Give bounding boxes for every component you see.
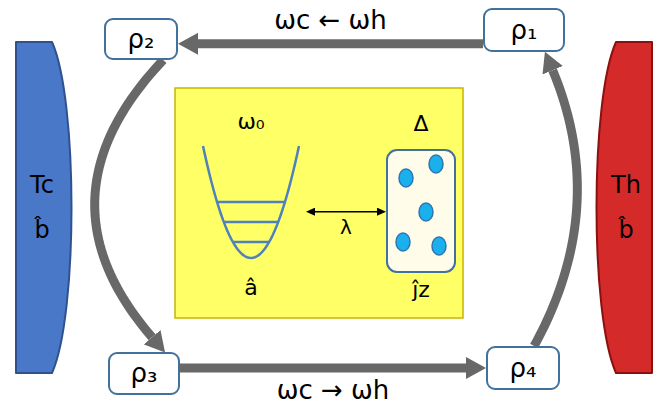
edge-label: λ [340,217,352,237]
spin-box [386,112,456,302]
symbol-label: Δ [413,112,428,136]
spin-dot [396,233,410,251]
edge-label-box: ωc → ωh [277,377,390,403]
flow-arrow [534,70,577,346]
edge-label-box: λ [340,217,352,237]
state-box: ρ₂ [104,18,178,60]
hot-bath: Th b̂ [588,40,656,375]
symbol-label: Tc [30,172,54,198]
system-panel: ω₀ â Δĵz [175,88,463,318]
symbol-label: ĵz [412,278,430,302]
spin-ensemble: Δĵz [386,112,456,302]
energy-level [217,201,285,204]
symbol-label: â [244,276,257,300]
state-box: ρ₁ [483,8,565,52]
flow-arrow [180,363,466,372]
spin-dot [432,237,446,255]
symbol-label: ω₀ [237,110,264,134]
bath-shape [16,42,72,373]
coupling-arrow [315,211,377,213]
flow-arrow [95,60,164,337]
spin-container [387,150,455,272]
cold-bath: Tc b̂ [12,40,80,375]
symbol-label: Th [611,172,641,198]
system-panel-fill [175,88,463,318]
parabola-curve [203,146,299,258]
edge-label: ωc → ωh [277,377,390,403]
state-label: ρ₃ [131,359,158,388]
state-label: ρ₁ [511,16,538,45]
energy-level [224,221,278,224]
edge-label-box: ωc ← ωh [274,7,387,33]
oscillator: ω₀ â [196,110,306,300]
edge-label: ωc ← ωh [274,7,387,33]
symbol-label: b̂ [618,217,633,243]
bath-shape-layer [588,40,656,375]
symbol-label: b̂ [34,217,49,243]
spin-dot [419,203,433,221]
potential-well [196,110,306,300]
state-box: ρ₄ [486,346,560,390]
bath-shape-layer [12,40,80,375]
bath-shape [597,42,653,373]
flow-arrow [198,39,483,48]
spin-dot [399,169,413,187]
spin-dot [429,155,443,173]
energy-level [233,241,269,244]
state-box: ρ₃ [108,352,180,395]
state-label: ρ₄ [510,354,537,383]
state-label: ρ₂ [128,25,155,54]
